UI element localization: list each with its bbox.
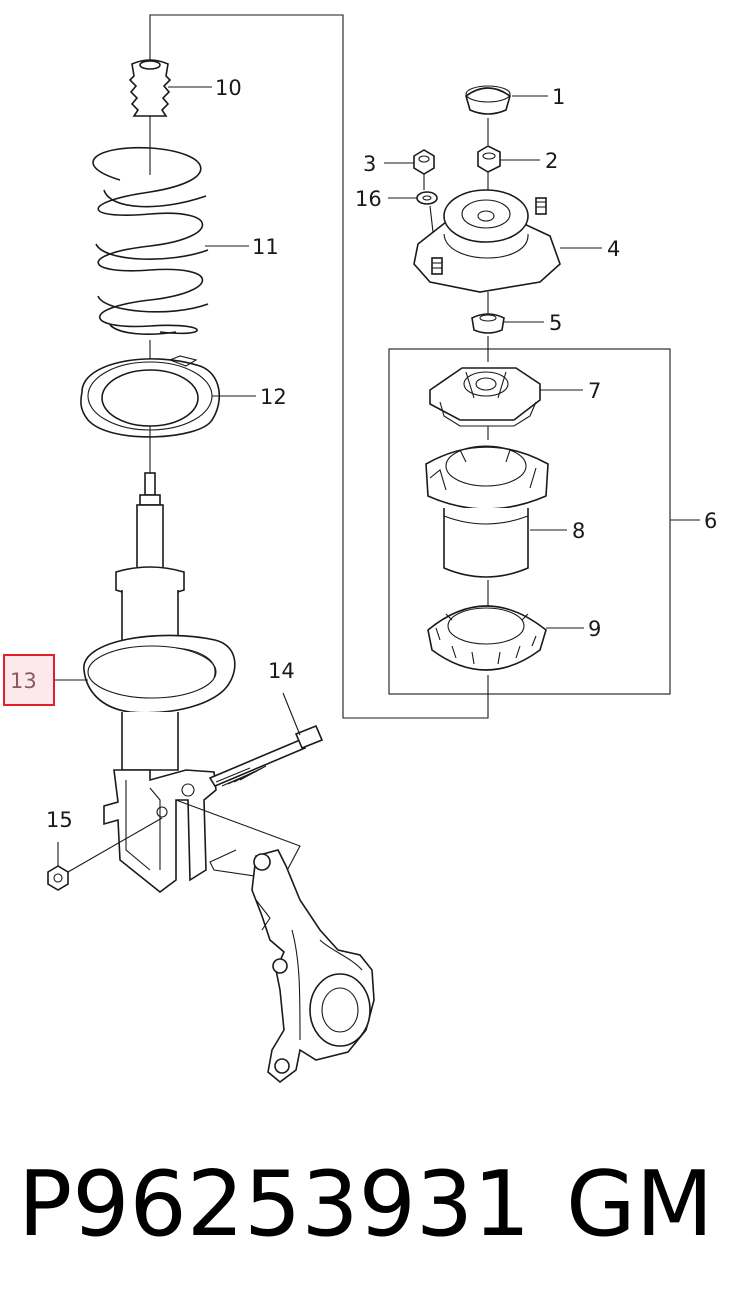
callout-13: 13 (10, 669, 37, 693)
steering-knuckle (251, 849, 375, 1084)
connector-line (149, 14, 489, 719)
part-14-bolt (208, 692, 324, 788)
strut-assembly-drawing: 1 2 3 4 5 6 7 8 9 10 11 12 14 15 16 13 (3, 14, 717, 1084)
part-7-bearing (429, 367, 541, 440)
part-6-kit-frame (388, 348, 671, 695)
part-5-bushing (471, 313, 505, 362)
callout-9: 9 (588, 617, 601, 641)
callout-15: 15 (46, 808, 73, 832)
part-2-nut (477, 145, 501, 195)
callout-6: 6 (704, 509, 717, 533)
callout-11: 11 (252, 235, 279, 259)
part-15-nut (47, 799, 301, 891)
callout-7: 7 (588, 379, 601, 403)
part-8-dust-boot (425, 445, 549, 608)
part-11-coil-spring (92, 146, 209, 392)
part-9-ring (427, 605, 547, 671)
part-1-cap (465, 85, 511, 145)
part-4-strut-mount (413, 189, 561, 315)
callout-2: 2 (545, 149, 558, 173)
footer: P96253931 GM (0, 1150, 732, 1260)
callout-5: 5 (549, 311, 562, 335)
callout-12: 12 (260, 385, 287, 409)
strut-body (83, 472, 236, 894)
callout-3: 3 (363, 152, 376, 176)
part-number: P96253931 (18, 1152, 531, 1257)
callout-8: 8 (572, 519, 585, 543)
part-3-nut (413, 149, 435, 190)
leader-lines (54, 86, 700, 681)
callout-10: 10 (215, 76, 242, 100)
callout-4: 4 (607, 237, 620, 261)
callout-1: 1 (552, 85, 565, 109)
part-10-bump-stop (128, 59, 172, 175)
callout-14: 14 (268, 659, 295, 683)
highlighted-callout-13[interactable]: 13 (3, 654, 55, 706)
part-12-spring-seat (80, 355, 220, 475)
callout-16: 16 (355, 187, 382, 211)
brand-label: GM (566, 1152, 714, 1257)
callouts: 1 2 3 4 5 6 7 8 9 10 11 12 14 15 16 (46, 76, 717, 832)
